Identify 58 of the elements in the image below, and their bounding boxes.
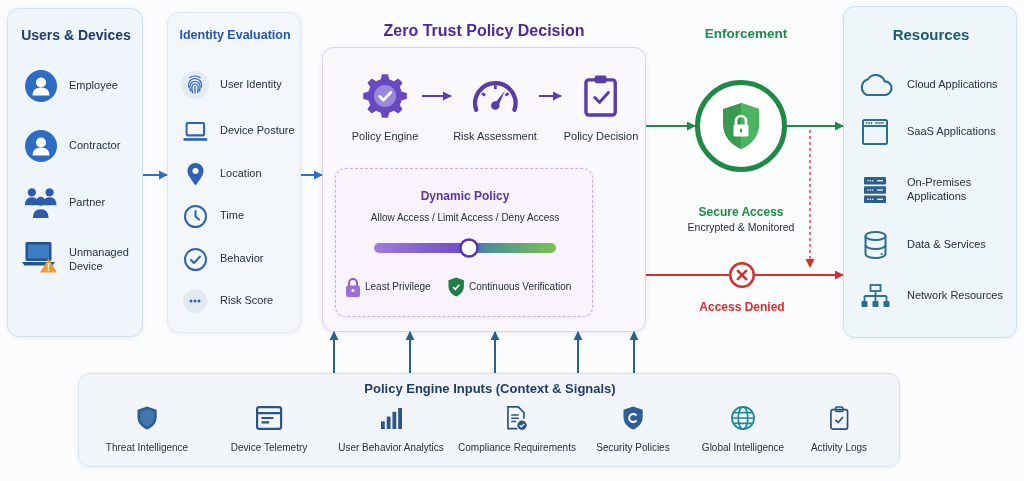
arrow (405, 331, 415, 374)
item-label: Location (220, 167, 262, 181)
item-label: Risk Score (220, 294, 274, 308)
arrow (142, 170, 168, 180)
panel (167, 12, 301, 333)
arrow (421, 91, 452, 101)
status-detail: Encrypted & Monitored (687, 221, 795, 235)
step-label: Policy Decision (563, 130, 639, 144)
item-label: On-Premises Applications (907, 176, 973, 204)
step-label: Risk Assessment (453, 130, 537, 144)
item-label: Device Posture (220, 124, 295, 138)
item-label: Employee (69, 79, 118, 93)
item-label: Data & Services (907, 238, 986, 252)
x-circle-icon (729, 262, 755, 288)
arrow (300, 170, 323, 180)
arrow (490, 331, 500, 374)
item-label: Contractor (69, 139, 121, 153)
panel-title: Resources (892, 25, 970, 45)
arrow (754, 270, 844, 280)
arrow (573, 331, 583, 374)
arrow (538, 91, 562, 101)
item-label: Device Telemetry (230, 441, 308, 455)
panel-title: Identity Evaluation (179, 28, 291, 44)
panel (335, 168, 593, 317)
item-label: User Behavior Analytics (338, 441, 444, 455)
item-label: Partner (69, 196, 106, 210)
item-label: Network Resources (907, 289, 1003, 303)
panel-title: Policy Engine Inputs (Context & Signals) (364, 380, 616, 398)
step-label: Policy Engine (351, 130, 419, 144)
item-label: Least Privilege (365, 280, 431, 294)
item-label: Behavior (220, 252, 264, 266)
status-label: Access Denied (699, 299, 785, 315)
item-label: Compliance Requirements (458, 441, 576, 455)
item-label: Global Intelligence (701, 441, 785, 455)
column-title: Enforcement (704, 25, 788, 43)
arrow (786, 121, 844, 131)
item-label: User Identity (220, 78, 282, 92)
panel-title: Zero Trust Policy Decision (383, 21, 585, 41)
item-label: Continuous Verification (469, 280, 572, 294)
panel (7, 8, 143, 337)
ring (695, 80, 787, 172)
panel (78, 373, 900, 467)
item-label: Threat Intelligence (105, 441, 189, 455)
item-label: Unmanaged Device (69, 246, 130, 274)
arrow (629, 331, 639, 374)
item-label: Time (220, 209, 245, 223)
item-label: Security Policies (596, 441, 670, 455)
section-title: Dynamic Policy (420, 188, 510, 204)
item-label: Activity Logs (810, 441, 868, 455)
arrow (645, 121, 696, 131)
subtitle: Allow Access / Limit Access / Deny Access (370, 211, 560, 225)
item-label: SaaS Applications (907, 125, 996, 139)
arrow (329, 331, 339, 374)
connector-line (645, 274, 730, 276)
panel-title: Users & Devices (21, 27, 131, 45)
panel (843, 6, 1017, 338)
item-label: Cloud Applications (907, 78, 998, 92)
status-label: Secure Access (698, 204, 784, 220)
